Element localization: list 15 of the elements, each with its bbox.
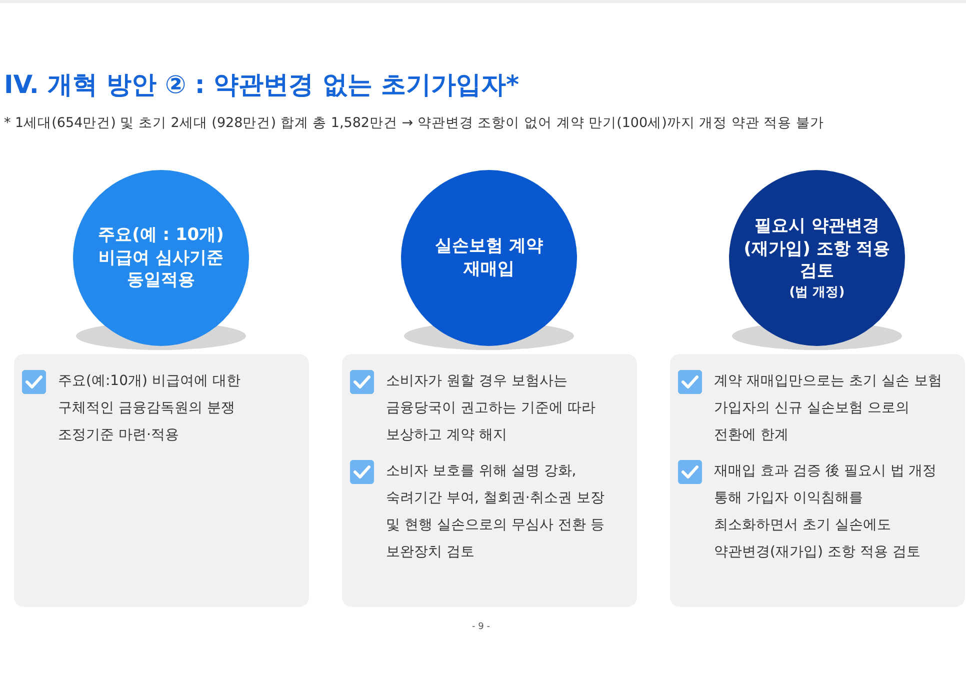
card-panel	[14, 354, 309, 607]
bullet-text: 주요(예:10개) 비급여에 대한 구체적인 금융감독원의 분쟁 조정기준 마련·적용	[58, 372, 242, 445]
page-title: IV. 개혁 방안 ② : 약관변경 없는 초기가입자*	[4, 69, 520, 101]
bullet-text: 소비자가 원할 경우 보험사는 금융당국이 권고하는 기준에 따라 보상하고 계약 해지	[386, 372, 596, 445]
bullet-text: 소비자 보호를 위해 설명 강화, 숙려기간 부여, 철회권·취소권 보장 및 현행 실손으로의 무심사 전환 등 보완장치 검토	[386, 462, 606, 562]
page-number: - 9 -	[472, 622, 490, 632]
footnote: * 1세대(654만건) 및 초기 2세대 (928만건) 합계 총 1,582만건 → 약관변경 조항이 없어 계약 만기(100세)까지 개정 약관 적용 불가	[4, 114, 824, 132]
bullet-text: 계약 재매입만으로는 초기 실손 보험 가입자의 신규 실손보험 으로의 전환에 한계	[714, 372, 943, 445]
card-panel	[342, 354, 637, 607]
circle-heading: 주요(예 : 10개) 비급여 심사기준 동일적용	[97, 224, 225, 292]
circle-heading: 필요시 약관변경(재가입) 조항 적용 검토	[742, 214, 892, 284]
card-panel	[670, 354, 965, 607]
circle-heading: 실손보험 계약 재매입	[434, 235, 544, 281]
bullet-text: 재매입 효과 검증 後 필요시 법 개정 통해 가입자 이익침해를 최소화하면서 초기 실손에도 약관변경(재가입) 조항 적용 검토	[714, 462, 938, 562]
circle-note: (법 개정)	[789, 284, 845, 302]
